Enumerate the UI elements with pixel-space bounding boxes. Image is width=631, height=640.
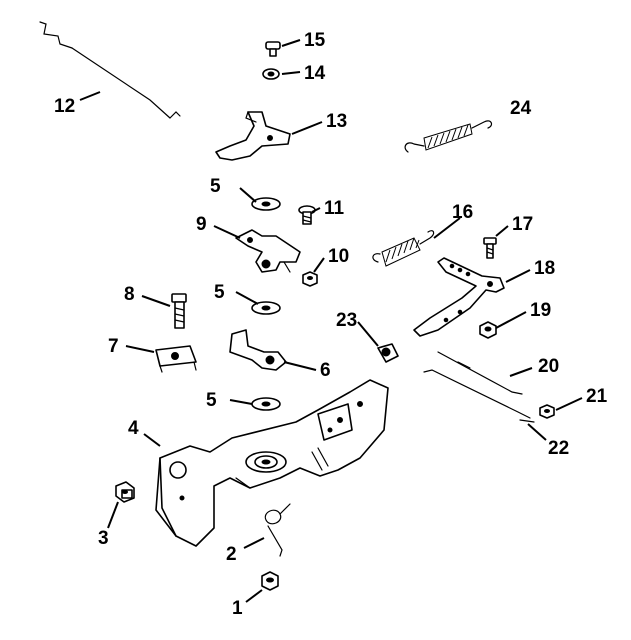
part-washer-5c	[251, 397, 281, 411]
part-choke-lever-6	[229, 329, 287, 371]
callout-6: 6	[320, 360, 331, 381]
callout-10: 10	[328, 246, 349, 267]
part-throttle-link-20	[437, 351, 523, 395]
part-nut-19	[479, 321, 497, 339]
callout-8: 8	[124, 284, 135, 305]
part-washer-5b	[251, 301, 281, 315]
leader-lines	[79, 39, 583, 603]
callout-16: 16	[452, 202, 473, 223]
callout-24: 24	[510, 98, 532, 119]
callout-7: 7	[108, 336, 119, 357]
callout-13: 13	[326, 111, 347, 132]
callout-2: 2	[226, 544, 237, 565]
callout-5-top: 5	[210, 176, 221, 197]
part-stud-8	[171, 293, 187, 329]
part-spring-24	[404, 120, 493, 153]
part-screw-11	[298, 205, 316, 225]
callout-23: 23	[336, 310, 357, 331]
part-washer-14	[262, 68, 280, 80]
callout-5-bottom: 5	[206, 390, 217, 411]
callout-14: 14	[304, 63, 326, 84]
callout-15: 15	[304, 30, 326, 51]
part-throttle-lever-9	[235, 229, 301, 273]
part-hex-nut-1	[261, 571, 279, 591]
part-lock-nut-10	[302, 271, 318, 287]
part-bushing-23	[377, 343, 399, 363]
callout-5-middle: 5	[214, 282, 225, 303]
part-spring-link-22	[423, 369, 535, 423]
callout-19: 19	[530, 300, 551, 321]
part-choke-link	[39, 21, 181, 119]
part-torsion-spring-2	[264, 503, 291, 557]
callout-labels: 12 15 14 13 24 5 11 9 16 17 10 18 8 5 19…	[54, 30, 608, 619]
part-control-bracket-4	[155, 379, 389, 547]
callout-18: 18	[534, 258, 555, 279]
part-governor-lever-18	[413, 257, 505, 337]
part-shoulder-screw-3	[115, 481, 135, 503]
callout-22: 22	[548, 438, 569, 459]
part-bolt-17	[483, 237, 497, 259]
part-lever-13	[215, 111, 291, 161]
callout-17: 17	[512, 214, 533, 235]
callout-3: 3	[98, 528, 109, 549]
callout-21: 21	[586, 386, 608, 407]
callout-4: 4	[128, 418, 139, 439]
callout-11: 11	[324, 198, 345, 219]
callout-1: 1	[232, 598, 243, 619]
part-nut-21	[539, 404, 555, 419]
part-screw-15	[265, 41, 281, 57]
callout-9: 9	[196, 214, 207, 235]
callout-20: 20	[538, 356, 559, 377]
callout-12: 12	[54, 96, 75, 117]
part-governor-spring-16	[372, 230, 435, 267]
part-clip-7	[155, 345, 197, 373]
part-washer-5a	[251, 197, 281, 211]
